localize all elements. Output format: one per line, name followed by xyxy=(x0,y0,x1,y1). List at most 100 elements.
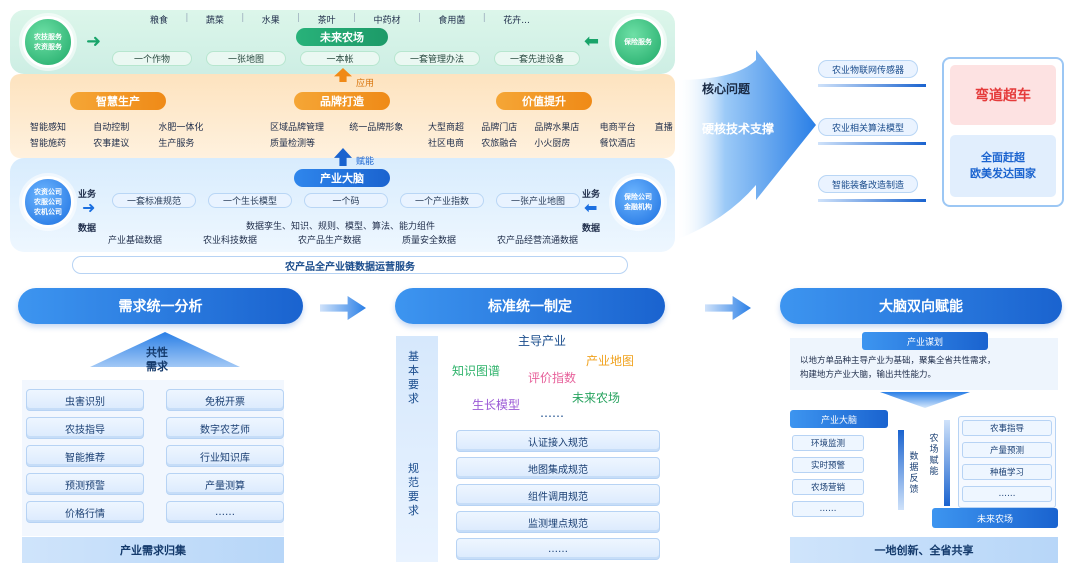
crop-item: 粮食 xyxy=(150,16,169,26)
keyword: 未来农场 xyxy=(572,391,621,405)
data-type: 农产品生产数据 xyxy=(297,236,361,246)
brand-building-list: 区域品牌管理 统一品牌形象 质量检测等 xyxy=(270,123,404,149)
brain-item: 一个生长模型 xyxy=(208,193,292,208)
tech-item: 智能装备改造制造 xyxy=(818,175,918,193)
goal-catch-up: 全面赶超 欧美发达国家 xyxy=(950,135,1056,197)
spec-item: 认证接入规范 xyxy=(456,430,660,452)
feedback-arrow xyxy=(898,430,904,510)
crop-item: 花卉... xyxy=(503,16,530,26)
down-arrow-icon xyxy=(880,392,970,408)
value-increase-list: 大型商超 品牌门店 品牌水果店 电商平台 直播 社区电商 农旅融合 小火厨房 餐… xyxy=(428,123,673,149)
crop-item: 蔬菜 xyxy=(205,16,224,26)
keyword: 评价指数 xyxy=(528,371,577,385)
demand-item: 数字农艺师 xyxy=(166,417,284,439)
crop-item: 食用菌 xyxy=(438,16,466,26)
keyword: 生长模型 xyxy=(472,398,521,412)
demand-list-left: 虫害识别 农技指导 智能推荐 预测预警 价格行情 xyxy=(26,389,144,523)
brain-function: 农场营销 xyxy=(792,479,864,495)
brain-function: 环境监测 xyxy=(792,435,864,451)
brain-item: 一套标准规范 xyxy=(112,193,196,208)
farm-empower-label: 农 场 赋 能 xyxy=(929,434,939,477)
farm-item: 一个作物 xyxy=(112,51,192,66)
right-arrow-icon xyxy=(705,296,751,320)
business-label: 业务 xyxy=(582,190,601,200)
brain-items: 一套标准规范 一个生长模型 一个码 一个产业指数 一张产业地图 xyxy=(112,193,582,208)
empower-arrow xyxy=(944,420,950,506)
brain-item: 一张产业地图 xyxy=(496,193,580,208)
data-feedback-label: 数 据 反 馈 xyxy=(909,452,919,495)
keyword: 知识图谱 xyxy=(452,364,501,378)
brain-function: …… xyxy=(792,501,864,517)
crop-list: 粮食 | 蔬菜 | 水果 | 茶叶 | 中药材 | 食用菌 | 花卉... xyxy=(150,13,530,26)
brain-function-list: 环境监测 实时预警 农场营销 …… xyxy=(792,435,864,517)
demand-item: 价格行情 xyxy=(26,501,144,523)
brain-footer: 一地创新、全省共享 xyxy=(790,537,1058,563)
demand-item: 产量测算 xyxy=(166,473,284,495)
farm-item: 一张地图 xyxy=(206,51,286,66)
spec-requirement-label: 规 范 要 求 xyxy=(408,462,419,517)
common-demand-label: 共性 需求 xyxy=(146,346,168,373)
farm-function: 种植学习 xyxy=(962,464,1052,480)
brain-empower-header: 大脑双向赋能 xyxy=(780,288,1062,324)
farm-function: 农事指导 xyxy=(962,420,1052,436)
smart-production-band xyxy=(10,74,675,158)
basic-requirement-label: 基 本 要 求 xyxy=(408,350,419,405)
keyword: 产业地图 xyxy=(586,354,635,368)
core-question-label: 核心问题 xyxy=(702,82,751,96)
data-type: 农业科技数据 xyxy=(202,236,257,246)
data-service-bar: 农产品全产业链数据运营服务 xyxy=(72,256,628,274)
farm-function-list: 农事指导 产量预测 种植学习 …… xyxy=(962,420,1052,502)
demand-item: …… xyxy=(166,501,284,523)
data-types: 产业基础数据 农业科技数据 农产品生产数据 质量安全数据 农产品经营流通数据 xyxy=(108,233,578,246)
data-type: 产业基础数据 xyxy=(108,236,163,246)
data-type: 农产品经营流通数据 xyxy=(496,236,578,246)
agri-service-circle: 农技服务农资服务 xyxy=(22,16,74,68)
demand-item: 预测预警 xyxy=(26,473,144,495)
farm-item: 一套管理办法 xyxy=(394,51,480,66)
spec-item: …… xyxy=(456,538,660,560)
brain-item: 一个码 xyxy=(304,193,388,208)
future-farm-title: 未来农场 xyxy=(296,28,388,46)
business-label: 业务 xyxy=(78,190,97,200)
industry-brain-box: 产业大脑 xyxy=(790,410,888,428)
apply-label: 应用 xyxy=(356,79,375,89)
brain-function: 实时预警 xyxy=(792,457,864,473)
demand-item: 行业知识库 xyxy=(166,445,284,467)
demand-list-right: 免税开票 数字农艺师 行业知识库 产量测算 …… xyxy=(166,389,284,523)
chevron-right-icon: ➜ xyxy=(82,198,96,217)
smart-production-header: 智慧生产 xyxy=(70,92,166,110)
goal-overtake: 弯道超车 xyxy=(950,65,1056,125)
farm-function: 产量预测 xyxy=(962,442,1052,458)
value-increase-header: 价值提升 xyxy=(496,92,592,110)
demand-item: 智能推荐 xyxy=(26,445,144,467)
requirement-column xyxy=(396,336,438,562)
tech-item: 农业物联网传感器 xyxy=(818,60,918,78)
smart-production-list: 智能感知 自动控制 水肥一体化 智能施药 农事建议 生产服务 xyxy=(30,123,204,149)
empower-label: 赋能 xyxy=(356,157,375,167)
core-arrow-icon xyxy=(676,50,816,240)
industry-plan-header: 产业谋划 xyxy=(862,332,988,350)
brain-item: 一个产业指数 xyxy=(400,193,484,208)
chevron-left-icon: ⬅ xyxy=(584,31,600,52)
demand-footer: 产业需求归集 xyxy=(22,537,284,563)
spec-item: 监测埋点规范 xyxy=(456,511,660,533)
crop-item: 茶叶 xyxy=(317,16,336,26)
data-type: 质量安全数据 xyxy=(401,236,456,246)
right-arrow-icon xyxy=(320,296,366,320)
demand-item: 虫害识别 xyxy=(26,389,144,411)
spec-list: 认证接入规范 地图集成规范 组件调用规范 监测埋点规范 …… xyxy=(456,430,660,560)
agri-company-circle: 农资公司农服公司农机公司 xyxy=(22,176,74,228)
keyword: …… xyxy=(540,406,564,420)
farm-item: 一本帐 xyxy=(300,51,380,66)
core-support-label: 硬核技术支撑 xyxy=(702,122,775,136)
chevron-left-icon: ⬅ xyxy=(584,198,598,217)
brand-building-header: 品牌打造 xyxy=(294,92,390,110)
industry-brain-title: 产业大脑 xyxy=(294,169,390,187)
keyword: 主导产业 xyxy=(518,334,567,348)
demand-item: 免税开票 xyxy=(166,389,284,411)
arrow-line xyxy=(818,199,926,202)
spec-item: 组件调用规范 xyxy=(456,484,660,506)
tech-item: 农业相关算法模型 xyxy=(818,118,918,136)
future-farm-items: 一个作物 一张地图 一本帐 一套管理办法 一套先进设备 xyxy=(112,51,582,66)
